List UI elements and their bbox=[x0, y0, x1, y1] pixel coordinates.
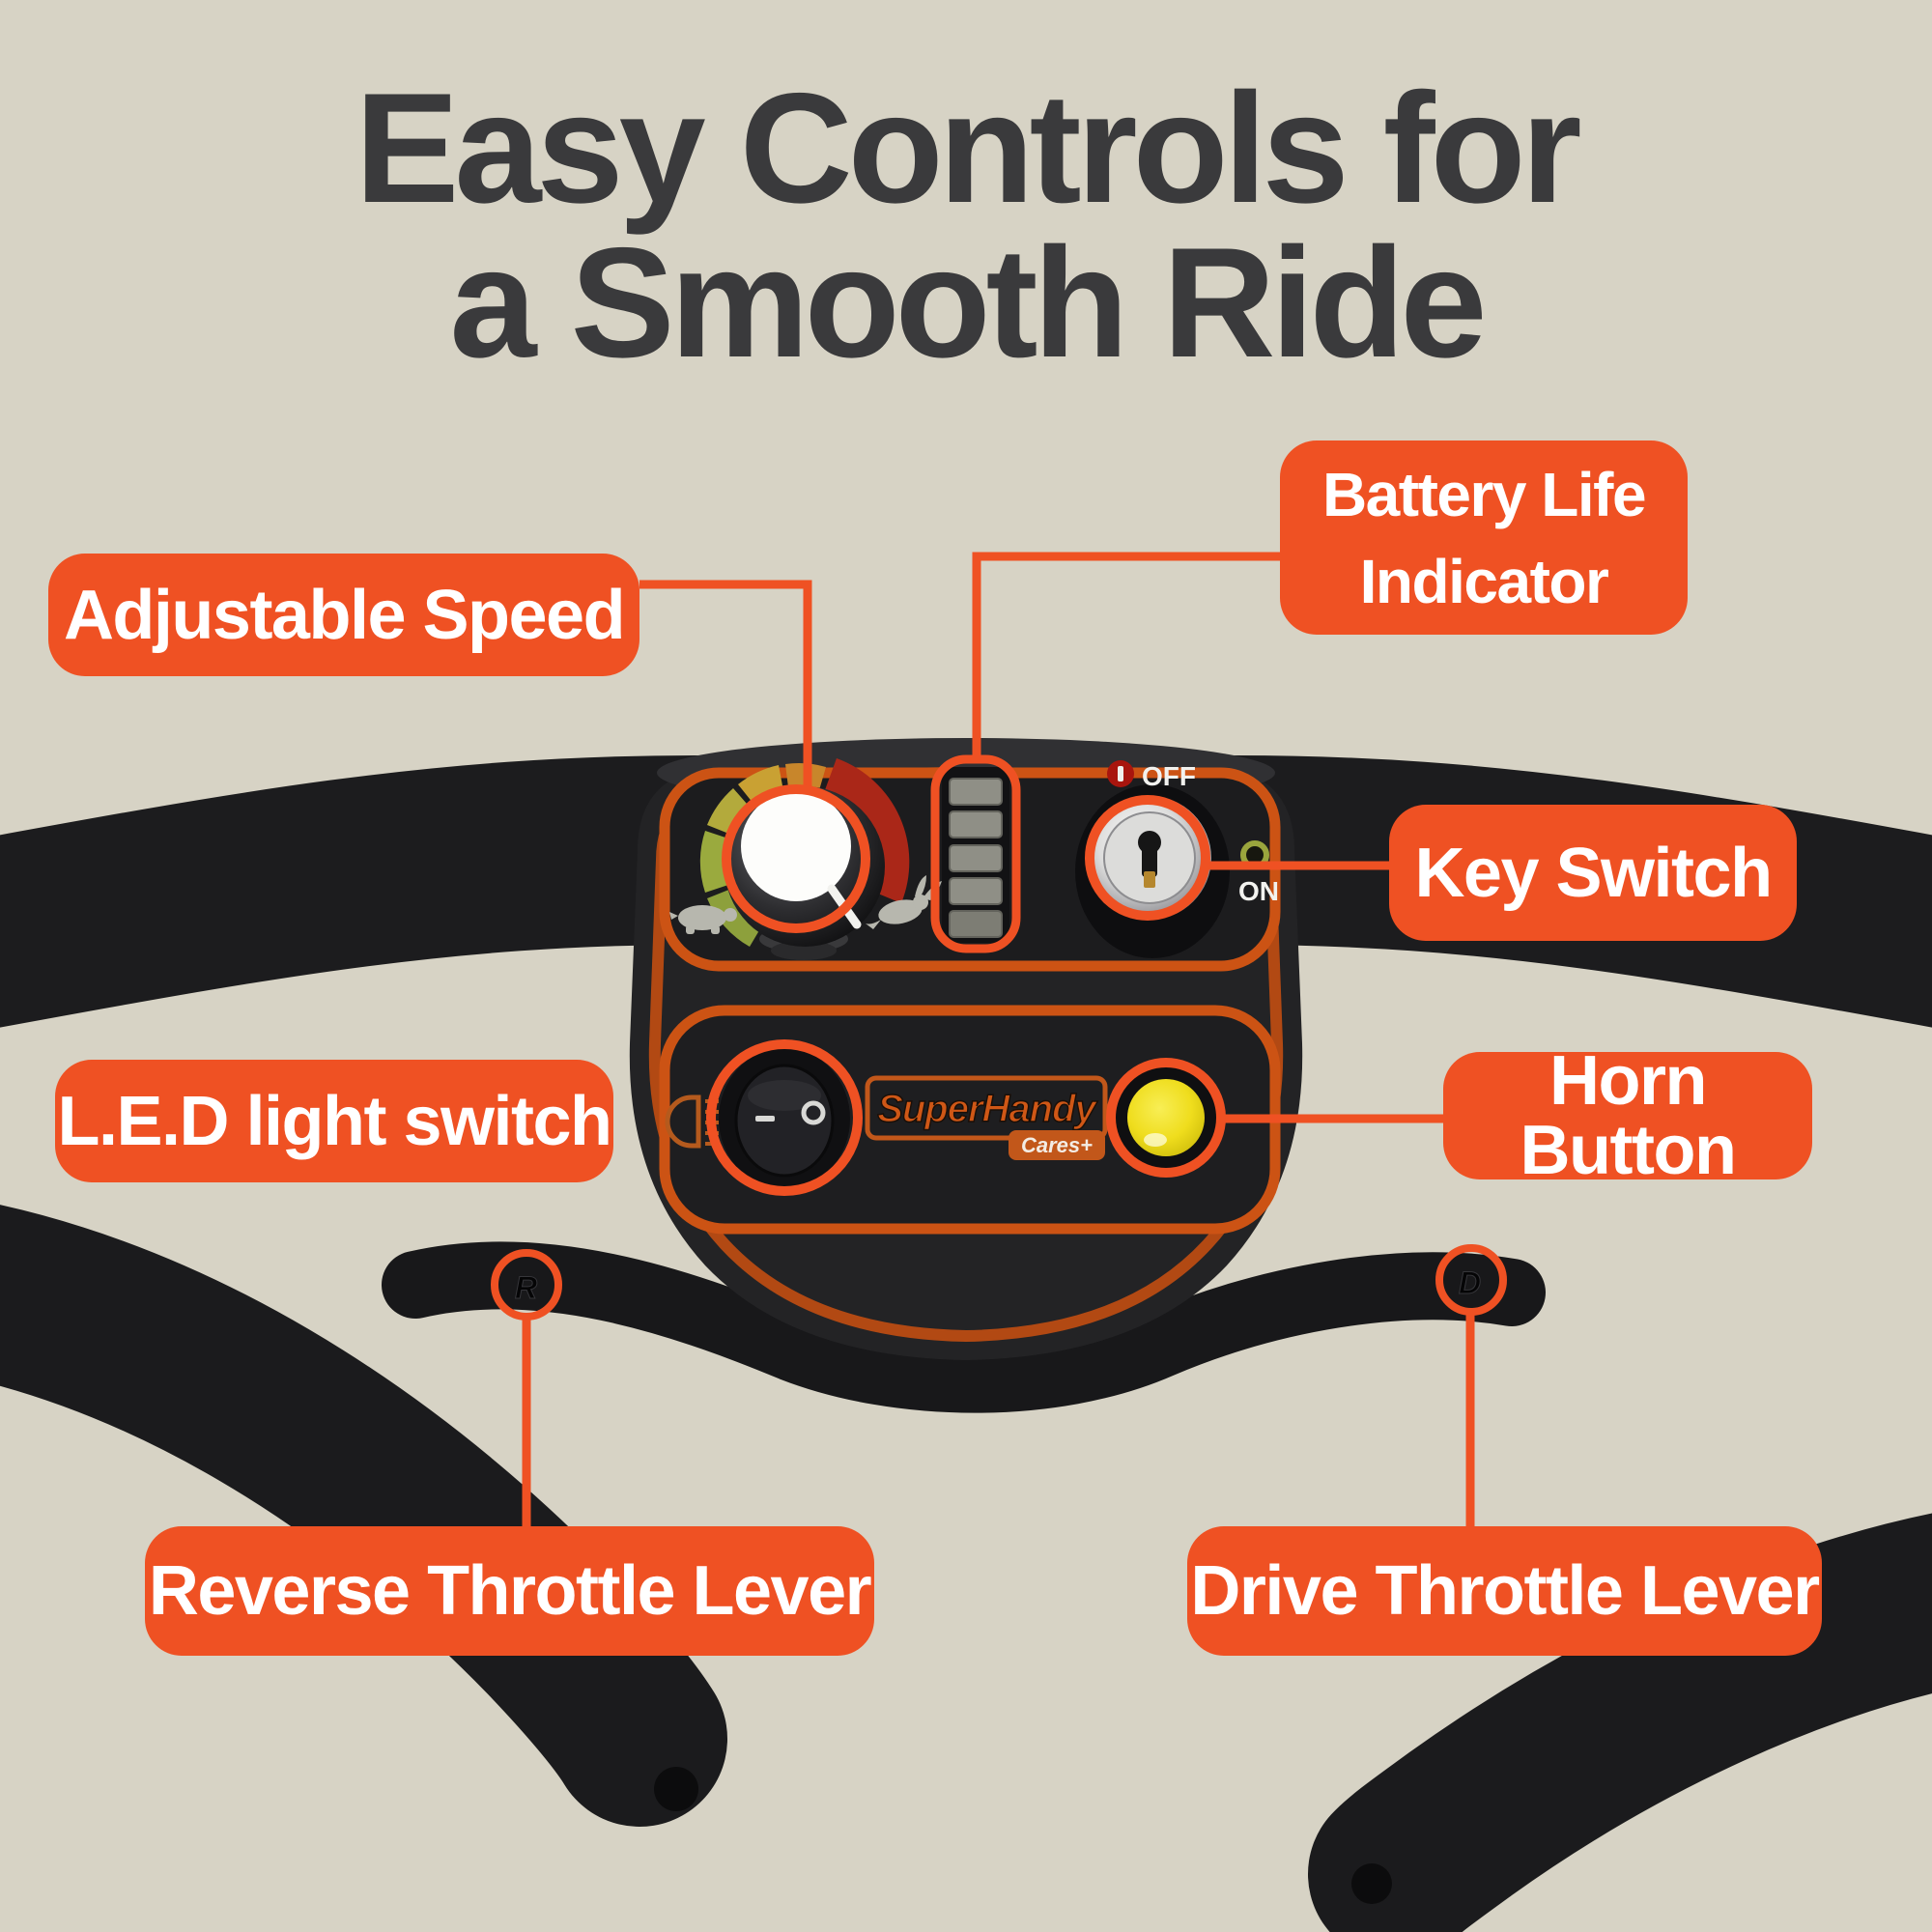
off-indicator: OFF bbox=[1107, 760, 1196, 791]
label-reverse-throttle-lever: Reverse Throttle Lever bbox=[145, 1526, 874, 1656]
brand-logo-outline bbox=[865, 1075, 1108, 1141]
ring-reverse-lever bbox=[491, 1249, 562, 1321]
label-reverse-throttle-lever-text: Reverse Throttle Lever bbox=[148, 1552, 872, 1630]
upper-panel: OFF ON bbox=[659, 758, 1281, 972]
brand-tagline-tab bbox=[1009, 1130, 1105, 1160]
ring-battery bbox=[930, 754, 1021, 953]
label-key-switch-text: Key Switch bbox=[1414, 834, 1773, 912]
label-battery-life-indicator: Battery Life Indicator bbox=[1280, 440, 1688, 635]
right-grip-end-cap bbox=[1351, 1863, 1392, 1904]
label-drive-throttle-lever: Drive Throttle Lever bbox=[1187, 1526, 1822, 1656]
page-title: Easy Controls for a Smooth Ride bbox=[0, 61, 1932, 390]
throttle-lever-bar bbox=[382, 1241, 1546, 1413]
rocker-highlight bbox=[748, 1080, 821, 1111]
knob-base-lower bbox=[771, 941, 837, 960]
handlebar-left-arm bbox=[0, 755, 790, 1028]
page-title-line-2: a Smooth Ride bbox=[449, 215, 1487, 390]
battery-bar bbox=[949, 910, 1003, 938]
battery-bar bbox=[949, 778, 1003, 806]
on-label: ON bbox=[1238, 876, 1279, 906]
line-battery bbox=[972, 552, 1280, 755]
horn-cap bbox=[1127, 1079, 1205, 1156]
rocker-on-mark bbox=[755, 1116, 775, 1122]
battery-bar bbox=[949, 810, 1003, 838]
label-adjustable-speed: Adjustable Speed bbox=[48, 554, 639, 676]
drive-lever-mark: D bbox=[1459, 1265, 1481, 1300]
turtle-slow-icon bbox=[669, 905, 737, 934]
page-title-line-1: Easy Controls for bbox=[355, 61, 1581, 236]
key-icon bbox=[1138, 831, 1161, 888]
battery-bars bbox=[949, 778, 1003, 938]
off-label: OFF bbox=[1142, 761, 1196, 791]
off-indicator-bar bbox=[1118, 766, 1123, 781]
ring-led-switch bbox=[706, 1039, 863, 1196]
label-key-switch: Key Switch bbox=[1389, 805, 1797, 941]
led-light-switch bbox=[719, 1048, 850, 1189]
line-adjustable-speed bbox=[639, 580, 812, 786]
callout-marks bbox=[491, 552, 1507, 1526]
ring-key-switch bbox=[1085, 795, 1210, 921]
label-adjustable-speed-text: Adjustable Speed bbox=[63, 576, 626, 654]
label-battery-line-1: Battery Life bbox=[1321, 459, 1647, 529]
label-drive-throttle-lever-text: Drive Throttle Lever bbox=[1190, 1552, 1820, 1630]
label-horn-button: Horn Button bbox=[1443, 1046, 1812, 1185]
speed-knob bbox=[741, 791, 851, 901]
rocker-off-mark bbox=[801, 1100, 826, 1125]
battery-life-indicator bbox=[942, 767, 1009, 943]
key-switch: OFF ON bbox=[1075, 760, 1279, 958]
lower-panel: SuperHandy Cares+ bbox=[659, 1005, 1281, 1235]
reverse-lever-mark: R bbox=[515, 1270, 537, 1305]
label-battery-line-2: Indicator bbox=[1359, 546, 1609, 616]
battery-bar bbox=[949, 877, 1003, 905]
brand-tagline: Cares+ bbox=[1021, 1133, 1093, 1157]
label-horn-button-text: Horn Button bbox=[1520, 1042, 1737, 1189]
ring-speed-dial bbox=[722, 784, 870, 933]
horn-cap-shine bbox=[1144, 1133, 1167, 1147]
control-pod: OFF ON bbox=[629, 738, 1303, 1360]
ring-drive-lever bbox=[1435, 1244, 1507, 1316]
label-led-light-switch: L.E.D light switch bbox=[55, 1060, 613, 1182]
handlebar-left-grip bbox=[0, 1205, 727, 1827]
label-led-light-switch-text: L.E.D light switch bbox=[57, 1082, 612, 1160]
battery-bar bbox=[949, 844, 1003, 872]
throttle-levers: R D bbox=[382, 1241, 1546, 1413]
horn-button bbox=[1114, 1065, 1218, 1170]
brand-logo: SuperHandy Cares+ bbox=[865, 1075, 1108, 1160]
handlebar bbox=[0, 755, 1932, 1932]
ring-horn bbox=[1106, 1058, 1226, 1178]
handlebar-right-grip bbox=[1308, 1513, 1932, 1932]
left-grip-end-cap bbox=[654, 1767, 698, 1811]
brand-name: SuperHandy bbox=[877, 1088, 1097, 1130]
